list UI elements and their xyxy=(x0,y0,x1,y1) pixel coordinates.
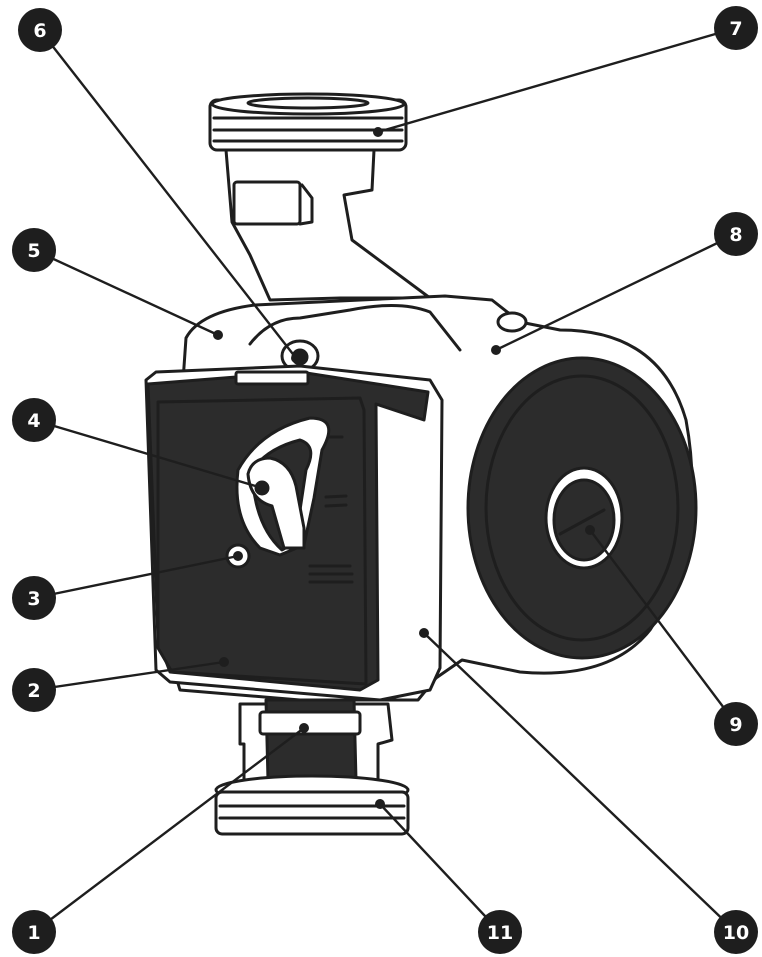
callout-6: 6 xyxy=(18,8,62,52)
callout-badge-9 xyxy=(714,702,758,746)
callout-label-1: 1 xyxy=(27,922,40,944)
leader-line-9 xyxy=(589,529,737,725)
leader-dot-11 xyxy=(375,799,385,809)
leader-dot-1 xyxy=(299,723,309,733)
callout-5: 5 xyxy=(12,228,56,272)
leader-line-4 xyxy=(33,418,263,490)
callout-1: 1 xyxy=(12,910,56,954)
leader-line-3 xyxy=(33,554,239,600)
callout-badge-3 xyxy=(12,576,56,620)
leader-line-6 xyxy=(39,29,297,359)
leader-line-2 xyxy=(33,660,225,692)
leader-dot-5 xyxy=(213,330,223,340)
callout-9: 9 xyxy=(714,702,758,746)
leader-line-7 xyxy=(377,26,737,134)
callout-badge-8 xyxy=(714,212,758,256)
leader-dot-8 xyxy=(491,345,501,355)
leader-line-5 xyxy=(33,248,219,337)
leader-dot-7 xyxy=(373,127,383,137)
leader-line-11 xyxy=(379,803,501,933)
callout-badge-1 xyxy=(12,910,56,954)
leader-dot-2 xyxy=(219,657,229,667)
callout-label-3: 3 xyxy=(27,588,40,610)
callout-label-11: 11 xyxy=(487,922,513,944)
leader-dot-9 xyxy=(585,525,595,535)
callout-label-9: 9 xyxy=(729,714,742,736)
callout-4: 4 xyxy=(12,398,56,442)
callout-badge-7 xyxy=(714,6,758,50)
bottom-threaded-connector xyxy=(214,774,410,836)
leader-dot-6 xyxy=(291,353,301,363)
speed-marks xyxy=(308,435,354,584)
callout-10: 10 xyxy=(714,910,758,954)
callout-label-2: 2 xyxy=(27,680,40,702)
callout-label-8: 8 xyxy=(729,224,742,246)
leader-line-8 xyxy=(495,232,737,352)
callout-label-7: 7 xyxy=(729,18,742,40)
callout-7: 7 xyxy=(714,6,758,50)
callout-11: 11 xyxy=(478,910,522,954)
callout-badges: 1 2 3 4 5 6 7 8 9 10 11 xyxy=(12,6,758,954)
leader-line-1 xyxy=(33,727,305,933)
leader-dot-4 xyxy=(257,483,267,493)
pump-body xyxy=(144,92,698,836)
callout-badge-6 xyxy=(18,8,62,52)
top-threaded-connector xyxy=(208,92,408,152)
callout-label-5: 5 xyxy=(27,240,40,262)
callout-badge-10 xyxy=(714,910,758,954)
rotor-plug xyxy=(544,466,624,570)
callout-label-6: 6 xyxy=(33,20,46,42)
callout-badge-2 xyxy=(12,668,56,712)
callout-label-4: 4 xyxy=(27,410,40,432)
callout-8: 8 xyxy=(714,212,758,256)
callout-label-10: 10 xyxy=(723,922,749,944)
callout-2: 2 xyxy=(12,668,56,712)
pipe-clamp xyxy=(232,180,302,226)
leader-dot-10 xyxy=(419,628,429,638)
callout-badge-11 xyxy=(478,910,522,954)
callout-3: 3 xyxy=(12,576,56,620)
callout-badge-5 xyxy=(12,228,56,272)
leader-dot-3 xyxy=(233,551,243,561)
leader-lines xyxy=(33,26,737,933)
callout-badge-4 xyxy=(12,398,56,442)
leader-line-10 xyxy=(423,632,737,933)
